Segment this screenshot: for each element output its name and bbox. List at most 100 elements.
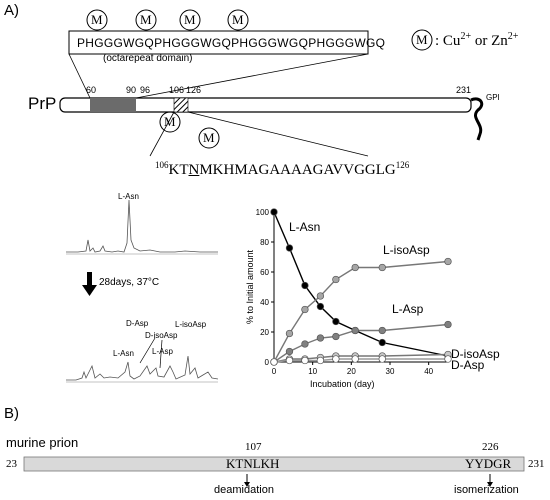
data-point-l-asn [378, 338, 386, 347]
data-point-l-asp [301, 340, 309, 348]
data-point-d-asp [378, 355, 386, 363]
data-point-l-asn [301, 281, 309, 290]
y-tick-label: 60 [260, 268, 269, 277]
chrom-top-label: L-Asn [118, 192, 139, 201]
chrom-label-l-asn: L-Asn [113, 349, 134, 358]
murine-prion-bar [23, 456, 525, 472]
data-point-l-isoasp [301, 305, 309, 314]
x-tick-label: 10 [308, 367, 317, 376]
data-point-l-asp [444, 320, 452, 329]
series-label-d-asp: D-Asp [451, 358, 485, 372]
octarepeat-region [90, 98, 136, 112]
gpi-anchor-icon [470, 97, 484, 141]
series-label-d-isoasp: D-isoAsp [451, 347, 500, 361]
chart-series [270, 208, 452, 366]
chart-ylabel: % to Initial amount [245, 249, 255, 325]
y-tick-label: 100 [256, 208, 270, 217]
y-tick-label: 20 [260, 328, 269, 337]
chrom-label-d-asp: D-Asp [126, 319, 149, 328]
position-96: 96 [140, 85, 151, 95]
data-point-d-asp [316, 356, 325, 365]
chart-ticks: 0 10 20 30 40 0 20 40 60 80 100 [256, 208, 434, 376]
x-tick-label: 40 [424, 367, 433, 376]
data-point-l-asp [378, 326, 386, 335]
metal-circles-octarepeat [86, 9, 433, 149]
series-label-l-asp: L-Asp [392, 302, 424, 316]
metal-label: M [91, 12, 103, 27]
data-point-d-asp [444, 355, 452, 363]
y-tick-label: 80 [260, 238, 269, 247]
data-point-l-asp [332, 332, 340, 341]
peptide-sequence: 106KTNMKHMAGAAAAGAVVGGLG126 [155, 160, 410, 178]
data-point-d-asp [285, 356, 294, 365]
metal-label: M [140, 12, 152, 27]
data-point-d-asp [351, 355, 359, 363]
series-label-l-asn: L-Asn [289, 220, 321, 234]
down-arrow-icon [82, 272, 97, 296]
data-point-l-asn [285, 244, 294, 252]
chrom-label-d-isoasp: D-isoAsp [145, 331, 178, 340]
prion-start: 23 [6, 458, 17, 470]
sequence-ktnlkh: KTNLKH [226, 456, 280, 471]
isomerization-arrow-icon [487, 474, 493, 487]
data-point-d-asp [332, 355, 340, 363]
deamidation-arrow-icon [244, 474, 250, 487]
x-tick-label: 20 [347, 367, 356, 376]
data-point-l-asn [316, 302, 325, 311]
data-point-l-isoasp [332, 275, 340, 284]
position-231: 231 [456, 85, 472, 95]
data-point-l-asp [285, 347, 294, 356]
metal-label: M [232, 12, 244, 27]
octarepeat-sequence: PHGGGWGQPHGGGWGQPHGGGWGQPHGGGWGQ [77, 36, 386, 50]
prp-label: PrP [28, 94, 57, 113]
event-isomerization: isomerization [454, 484, 519, 496]
metal-legend: : Cu2+ or Zn2+ [435, 31, 519, 49]
peptide-region [173, 97, 189, 113]
data-point-l-isoasp [351, 263, 359, 272]
x-tick-label: 30 [386, 367, 395, 376]
metal-label: M [164, 114, 176, 129]
position-106: 106 [169, 85, 185, 95]
data-point-l-isoasp [285, 329, 294, 338]
series-line-l-asn [273, 211, 449, 357]
data-point-l-asp [316, 334, 325, 342]
y-tick-label: 0 [265, 358, 270, 367]
chrom-label-l-isoasp: L-isoAsp [175, 320, 207, 329]
series-line-l-isoasp [273, 260, 449, 363]
octarepeat-box [68, 30, 369, 55]
gpi-label: GPI [486, 93, 500, 102]
y-tick-label: 40 [260, 298, 269, 307]
event-deamidation: deamidation [214, 484, 274, 496]
chromatogram-bottom [66, 337, 219, 383]
position-90: 90 [126, 85, 137, 95]
prion-end: 231 [528, 458, 545, 470]
x-tick-label: 0 [272, 367, 277, 376]
prp-bar [59, 97, 472, 113]
data-point-l-isoasp [444, 257, 452, 266]
series-label-l-isoasp: L-isoAsp [383, 243, 430, 257]
data-point-d-asp [270, 358, 278, 366]
position-126: 126 [186, 85, 202, 95]
chart-axes [273, 212, 448, 363]
chart-xlabel: Incubation (day) [310, 379, 375, 389]
metal-label: M [203, 130, 215, 145]
chromatogram-top [66, 199, 218, 255]
data-point-d-asp [301, 356, 309, 365]
data-point-l-asn [270, 208, 278, 216]
position-107: 107 [245, 441, 262, 453]
data-point-l-asn [332, 317, 340, 326]
metal-label: M [416, 32, 428, 47]
metal-label: M [184, 12, 196, 27]
arrow-label: 28days, 37°C [99, 277, 160, 288]
data-point-l-isoasp [316, 292, 325, 300]
data-point-l-isoasp [378, 263, 386, 272]
position-60: 60 [86, 85, 97, 95]
chrom-label-l-asp: L-Asp [152, 347, 173, 356]
panel-a-label: A) [4, 2, 19, 19]
panel-b-title: murine prion [6, 435, 79, 450]
position-226: 226 [482, 441, 499, 453]
sequence-yydgr: YYDGR [465, 456, 512, 471]
octarepeat-caption: (octarepeat domain) [103, 53, 193, 64]
panel-b-label: B) [4, 405, 19, 422]
